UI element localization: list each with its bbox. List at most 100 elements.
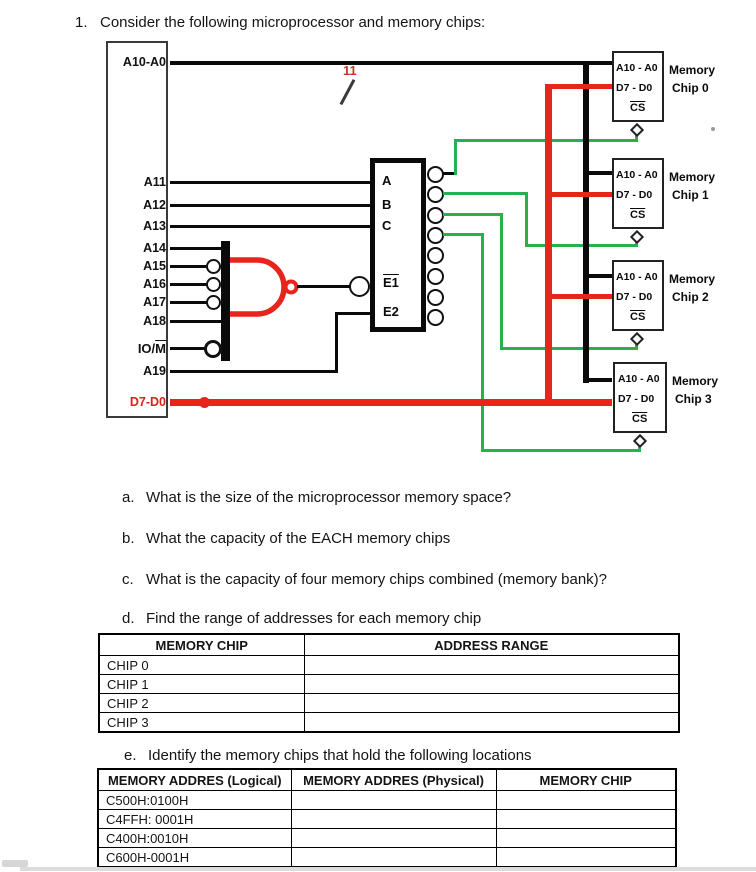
cs2-wire-h2 xyxy=(500,347,638,350)
chip0-cs-bubble xyxy=(629,122,645,138)
cs2-wire-h1 xyxy=(443,213,503,216)
question-e-text: Identify the memory chips that hold the … xyxy=(148,747,532,764)
cpu-pin-a13: A13 xyxy=(143,219,166,233)
table-row: C500H:0100H xyxy=(97,790,677,810)
table-row: C4FFH: 0001H xyxy=(97,809,677,829)
addr-branch-chip3 xyxy=(583,378,612,382)
io-m-inverter-bubble xyxy=(204,340,222,358)
bus-width-slash xyxy=(339,79,355,105)
decoder-output-6 xyxy=(427,289,444,306)
a10-a0-bus xyxy=(170,61,612,65)
memory-location-table: MEMORY ADDRES (Logical) MEMORY ADDRES (P… xyxy=(97,768,677,868)
cs3-wire-h2 xyxy=(481,449,641,452)
a17-inverter-bubble xyxy=(206,295,221,310)
scan-artifact-smudge xyxy=(2,860,28,867)
chip0-range-cell[interactable] xyxy=(303,655,680,675)
question-c-label: c. xyxy=(122,571,134,588)
physical-address-cell-2[interactable] xyxy=(290,828,497,848)
circuit-diagram: A10-A0 A11 A12 A13 A14 A15 A16 A17 A18 I… xyxy=(0,30,756,475)
chip1-name-2: Chip 1 xyxy=(672,188,709,202)
question-b-label: b. xyxy=(122,530,135,547)
table-row: CHIP 3 xyxy=(98,712,680,733)
memory-chip-3-box xyxy=(613,362,667,433)
decoder-pin-b: B xyxy=(382,197,392,212)
a12-wire xyxy=(170,204,371,207)
a11-wire xyxy=(170,181,371,184)
col-logical-address: MEMORY ADDRES (Logical) xyxy=(97,768,292,791)
cpu-pin-a10-a0: A10-A0 xyxy=(122,55,166,69)
col-memory-chip: MEMORY CHIP xyxy=(495,768,677,791)
chip3-name-2: Chip 3 xyxy=(675,392,712,406)
cs2-wire-v xyxy=(500,213,503,350)
cs1-wire-h2 xyxy=(525,244,638,247)
microprocessor-box xyxy=(106,41,168,418)
decoder-output-5 xyxy=(427,268,444,285)
chip3-cs-bubble xyxy=(632,433,648,449)
chip2-range-cell[interactable] xyxy=(303,693,680,713)
memory-chip-2-box xyxy=(612,260,664,331)
decoder-pin-c: C xyxy=(382,218,392,233)
cs1-wire-h1 xyxy=(443,192,528,195)
a16-wire xyxy=(170,283,207,286)
data-branch-chip2 xyxy=(545,294,612,299)
a16-inverter-bubble xyxy=(206,277,221,292)
cs0-wire-v xyxy=(454,139,457,175)
decoder-pin-e1: E1 xyxy=(383,275,399,290)
chip3-range-cell[interactable] xyxy=(303,712,680,733)
table-row: C600H-0001H xyxy=(97,847,677,868)
chip3-addr-pin: A10 - A0 xyxy=(618,373,660,385)
bus-width-label: 11 xyxy=(343,63,357,78)
memory-chip-0-box xyxy=(612,51,664,122)
cpu-pin-a11: A11 xyxy=(143,175,166,189)
col-memory-chip: MEMORY CHIP xyxy=(98,633,305,656)
a17-wire xyxy=(170,301,207,304)
nand-output-bubble xyxy=(283,279,299,295)
addr-branch-chip1 xyxy=(583,171,612,175)
question-d-text: Find the range of addresses for each mem… xyxy=(146,610,482,627)
chip1-name-1: Memory xyxy=(669,170,716,184)
physical-address-cell-0[interactable] xyxy=(290,790,497,810)
physical-address-cell-1[interactable] xyxy=(290,809,497,829)
question-a-text: What is the size of the microprocessor m… xyxy=(146,489,512,506)
cpu-pin-a15: A15 xyxy=(143,259,166,273)
decoder-output-4 xyxy=(427,247,444,264)
address-range-table: MEMORY CHIP ADDRESS RANGE CHIP 0 CHIP 1 … xyxy=(98,633,680,733)
cs3-wire-v xyxy=(481,233,484,452)
data-bus-origin-dot xyxy=(199,397,210,408)
question-a-label: a. xyxy=(122,489,135,506)
decoder-pin-e2: E2 xyxy=(383,304,399,319)
chip2-cs-pin: CS xyxy=(630,311,646,323)
question-c-text: What is the capacity of four memory chip… xyxy=(146,571,608,588)
data-branch-chip1 xyxy=(545,192,612,197)
memory-chip-cell-1[interactable] xyxy=(495,809,677,829)
table-row: CHIP 0 xyxy=(98,655,680,675)
memory-chip-cell-0[interactable] xyxy=(495,790,677,810)
memory-chip-1-box xyxy=(612,158,664,229)
chip1-data-pin: D7 - D0 xyxy=(616,189,653,201)
chip0-name-2: Chip 0 xyxy=(672,81,709,95)
logical-address-2: C400H:0010H xyxy=(97,828,292,848)
chip1-cs-bubble xyxy=(629,229,645,245)
table-row: CHIP 2 xyxy=(98,693,680,713)
cpu-pin-io-m: IO/M xyxy=(137,341,166,356)
nand-gate xyxy=(230,257,299,317)
io-m-wire xyxy=(170,347,205,350)
e1-input-bubble xyxy=(349,276,370,297)
memory-chip-cell-3[interactable] xyxy=(495,847,677,868)
cpu-pin-a16: A16 xyxy=(143,277,166,291)
physical-address-cell-3[interactable] xyxy=(290,847,497,868)
data-bus-main xyxy=(170,399,612,406)
e1-wire xyxy=(297,285,350,288)
chip1-range-cell[interactable] xyxy=(303,674,680,694)
scan-artifact-bar xyxy=(20,867,756,871)
memory-chip-cell-2[interactable] xyxy=(495,828,677,848)
decoder-box xyxy=(370,158,426,332)
chip2-cs-bubble xyxy=(629,331,645,347)
chip2-name-1: Memory xyxy=(669,272,716,286)
chip1-addr-pin: A10 - A0 xyxy=(616,169,658,181)
cpu-pin-a14: A14 xyxy=(143,241,166,255)
chip0-addr-pin: A10 - A0 xyxy=(616,62,658,74)
chip3-data-pin: D7 - D0 xyxy=(618,393,655,405)
data-branch-chip0 xyxy=(545,84,612,89)
